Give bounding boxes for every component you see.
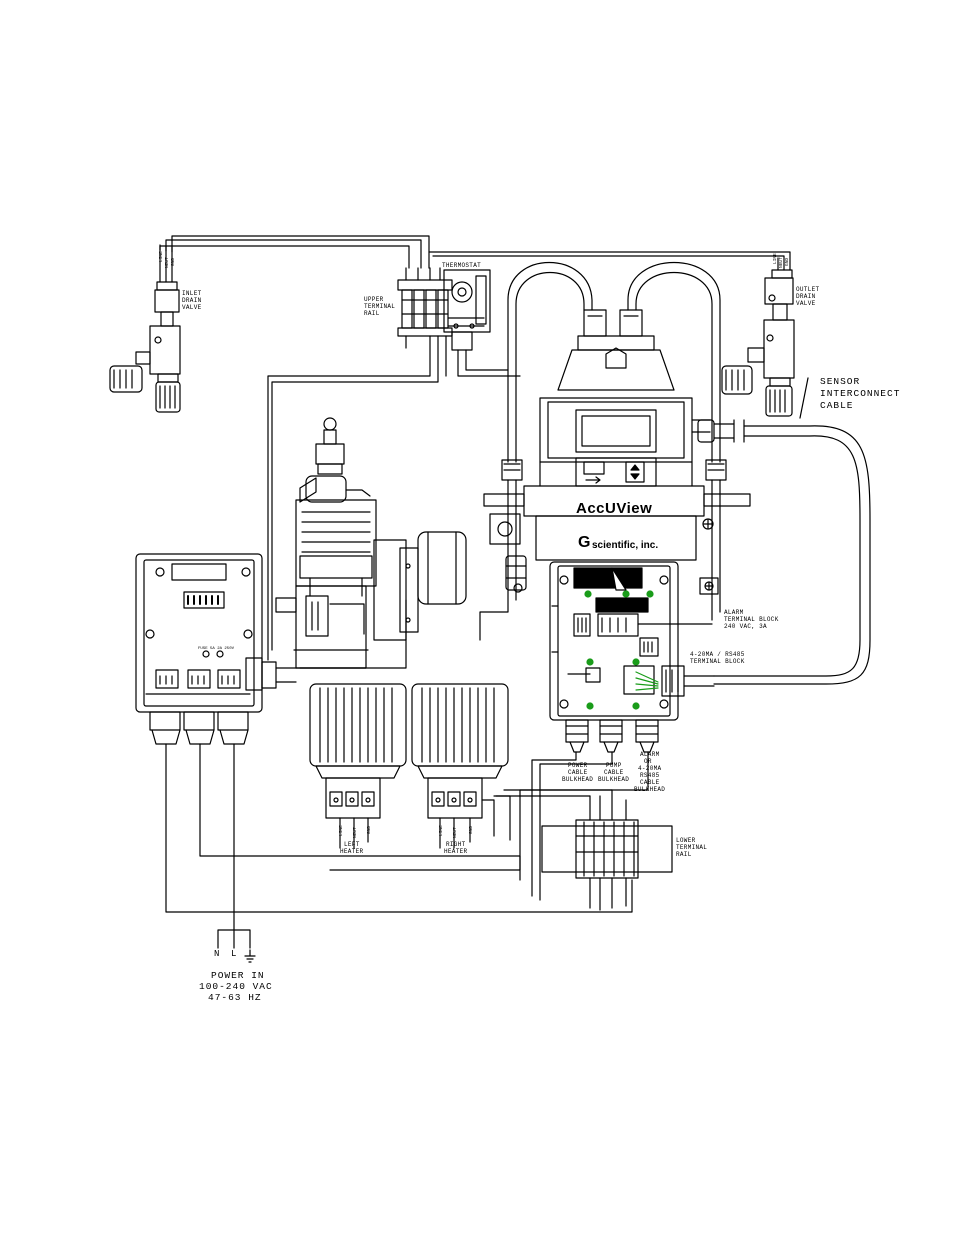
label-line: TERMINAL BLOCK — [690, 658, 745, 665]
label-line: 4-20mA / RS485 — [690, 651, 745, 658]
label-line: 240 VAC, 3A — [724, 623, 767, 630]
svg-text:LINE: LINE — [158, 251, 164, 262]
label-line: ALARM — [724, 609, 744, 616]
label-line: RAIL — [364, 310, 380, 317]
label-line: HEATER — [444, 848, 468, 855]
right-heater — [411, 683, 511, 849]
label-line: TERMINAL — [676, 844, 708, 851]
label-line: POWER IN — [211, 970, 265, 981]
svg-text:LINE: LINE — [338, 825, 344, 836]
power-supply-box — [135, 553, 633, 931]
label-line: CABLE — [604, 769, 624, 776]
label-line: CABLE — [640, 779, 660, 786]
label-line: INTERCONNECT — [820, 388, 901, 399]
label-line: CABLE — [820, 400, 854, 411]
label-line: BULKHEAD — [598, 776, 630, 783]
upper-terminal-rail — [267, 267, 453, 661]
label-line: RIGHT — [446, 841, 466, 848]
top-wire-harness — [159, 235, 791, 283]
company-mark: G — [578, 534, 591, 551]
svg-text:GND: GND — [468, 826, 474, 834]
pump-assembly — [275, 417, 467, 669]
label-line: VALVE — [182, 304, 202, 311]
label-line: OUTLET — [796, 286, 820, 293]
svg-text:GND: GND — [170, 258, 176, 266]
svg-text:NEUT: NEUT — [452, 827, 458, 838]
label-line: TERMINAL — [364, 303, 396, 310]
svg-text:LINE: LINE — [772, 253, 778, 264]
svg-text:NEUT: NEUT — [778, 257, 784, 268]
label-line: LOWER — [676, 837, 696, 844]
label-line: BULKHEAD — [562, 776, 594, 783]
sensor-interconnect-cable — [713, 377, 871, 685]
power-in-terminals — [217, 929, 256, 963]
product-logo: AccUView — [576, 500, 653, 517]
label-line: DRAIN — [182, 297, 202, 304]
neutral-wire-label: N — [214, 949, 221, 959]
svg-text:LINE: LINE — [438, 825, 444, 836]
left-heater — [309, 683, 407, 849]
label-line: RAIL — [676, 851, 692, 858]
analyzer-lower-enclosure — [329, 561, 715, 901]
label-line: 100-240 VAC — [199, 981, 273, 992]
label-line: POWER — [568, 762, 588, 769]
component-markings: LINE NEUT GND LINE NEUT GND LINE NEUT GN… — [158, 251, 790, 838]
svg-text:NEUT: NEUT — [164, 257, 170, 268]
label-line: RS485 — [640, 772, 660, 779]
sample-tubing — [479, 261, 721, 641]
analyzer-head — [483, 309, 751, 595]
svg-text:GND: GND — [366, 826, 372, 834]
label-line: 47-63 Hz — [208, 992, 262, 1003]
inlet-drain-valve — [109, 281, 181, 413]
label-line: LEFT — [344, 841, 360, 848]
label-line: HEATER — [340, 848, 364, 855]
label-line: OR — [644, 758, 652, 765]
thermostat — [443, 269, 521, 377]
label-line: DRAIN — [796, 293, 816, 300]
label-line: 4-20mA — [638, 765, 662, 772]
label-line: CABLE — [568, 769, 588, 776]
company-name: scientific, inc. — [592, 540, 659, 551]
outlet-drain-valve — [721, 269, 795, 417]
svg-text:NEUT: NEUT — [352, 827, 358, 838]
lower-terminal-rail — [495, 789, 673, 911]
label-line: PUMP — [606, 762, 622, 769]
label-line: BULKHEAD — [634, 786, 666, 793]
label-line: UPPER — [364, 296, 384, 303]
label-line: ALARM — [640, 751, 660, 758]
label-line: VALVE — [796, 300, 816, 307]
label-line: TERMINAL BLOCK — [724, 616, 779, 623]
thermostat-label: THERMOSTAT — [442, 262, 482, 269]
line-wire-label: L — [231, 949, 238, 959]
label-line: SENSOR — [820, 376, 861, 387]
label-line: INLET — [182, 290, 202, 297]
svg-text:GND: GND — [784, 258, 790, 266]
fuse-rating-label: FUSE 5A 2A 250V — [198, 647, 235, 651]
